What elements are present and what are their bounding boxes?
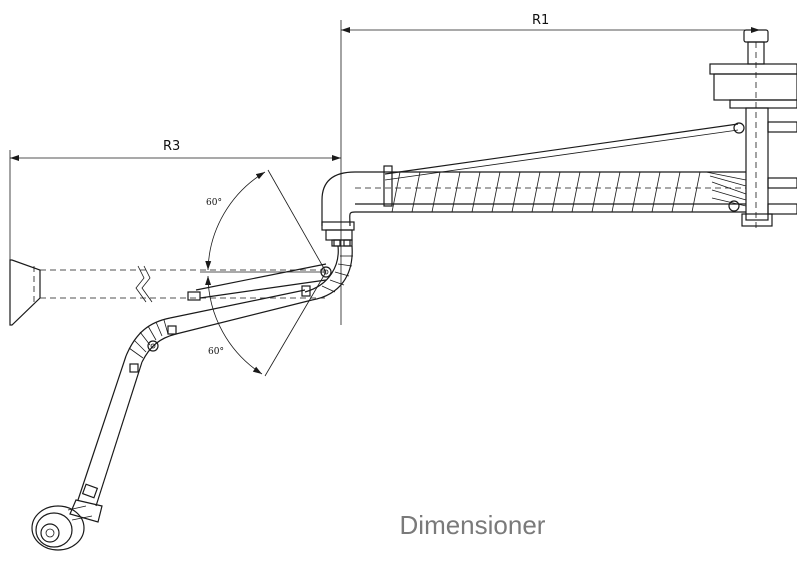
dimension-r3-label: R3 xyxy=(163,139,180,154)
dimension-r3: R3 xyxy=(9,139,341,325)
lower-bend xyxy=(301,245,353,301)
lower-arm xyxy=(77,263,327,507)
angle-indicator: 60° 60° xyxy=(200,169,327,377)
extension-tube xyxy=(9,259,325,326)
suction-hood xyxy=(31,483,103,551)
upper-angle-label: 60° xyxy=(206,198,222,208)
dimension-r1: R1 xyxy=(340,13,760,325)
dimension-r1-label: R1 xyxy=(532,13,549,28)
lower-angle-label: 60° xyxy=(208,347,224,357)
elbow-joint xyxy=(321,171,356,247)
wall-mount xyxy=(709,29,797,228)
spiral-hose xyxy=(391,171,747,213)
tie-rod xyxy=(384,123,739,175)
upper-arm xyxy=(355,123,747,213)
diagram-caption: Dimensioner xyxy=(399,510,546,540)
